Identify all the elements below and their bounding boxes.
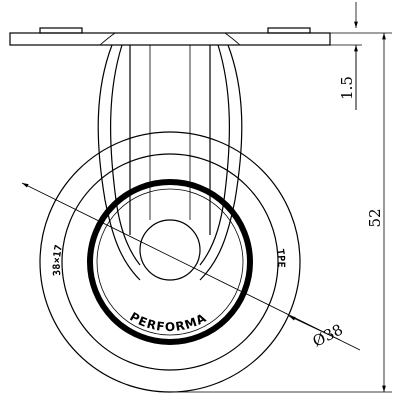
mounting-plate	[9, 27, 331, 46]
fork-bracket-left	[99, 32, 116, 46]
fork-outer-right	[199, 44, 243, 281]
svg-text:PERFORMA: PERFORMA	[127, 309, 209, 334]
fork-inner-left	[110, 44, 141, 266]
plate-base	[9, 32, 331, 46]
axle-circle	[139, 219, 201, 281]
svg-text:38×17: 38×17	[52, 244, 65, 276]
wheel-outer-rim	[39, 131, 301, 393]
wheel-hub-inner	[96, 188, 244, 336]
wheel-tread-inner	[61, 153, 279, 371]
tread-size-text: 38×17	[52, 244, 65, 276]
fork-inner-right	[199, 44, 230, 266]
gap-dimension-label: 1.5	[338, 76, 356, 100]
tread-brand-text: PERFORMA	[127, 309, 208, 334]
height-dimension: 52	[170, 32, 392, 393]
wheel	[39, 131, 301, 393]
diameter-dimension-label: Ø38	[310, 320, 346, 350]
height-dimension-label: 52	[366, 208, 384, 227]
tread-material-text: TPE	[274, 248, 286, 268]
diameter-arrow-lower	[288, 315, 341, 341]
fork-outer-left	[97, 44, 141, 281]
gap-dimension: 1.5	[330, 2, 362, 110]
diameter-leader-line	[21, 182, 361, 351]
wheel-hub-ring	[87, 179, 253, 345]
fork-bracket-right	[224, 32, 241, 46]
plate-boss-left	[39, 27, 83, 34]
plate-boss-right	[267, 27, 311, 34]
svg-text:TPE: TPE	[274, 248, 286, 268]
fork	[97, 32, 243, 281]
